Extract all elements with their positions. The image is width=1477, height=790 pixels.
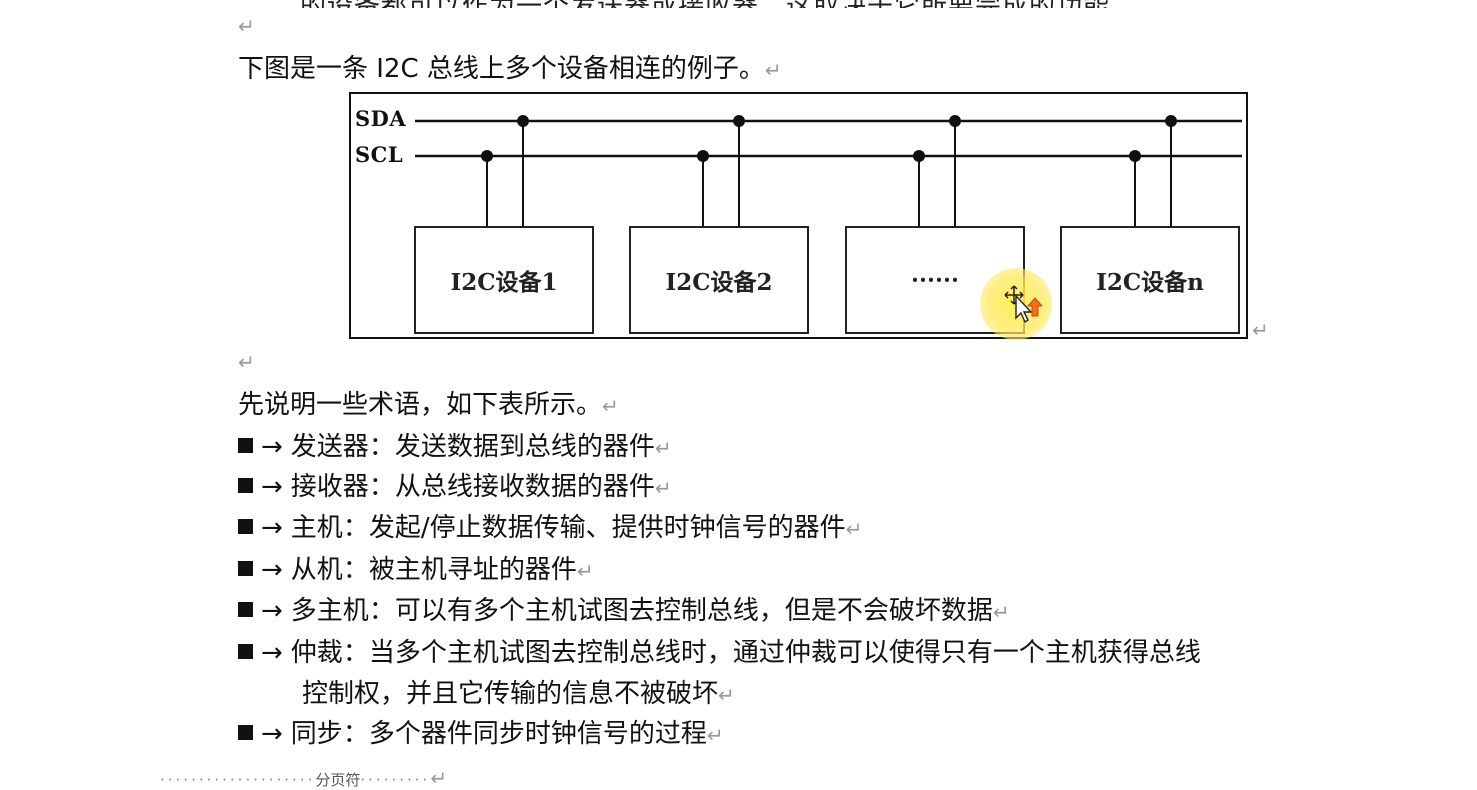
term-desc: 从总线接收数据的器件 [394,472,655,502]
term-desc: 多个器件同步时钟信号的过程 [368,719,707,749]
colon: ： [368,432,395,462]
sda-node [1165,115,1177,127]
list-item[interactable]: →主机：发起/停止数据传输、提供时钟信号的器件↵ [238,511,862,546]
paragraph-mark: ↵ [602,394,619,418]
term-desc: 发起/停止数据传输、提供时钟信号的器件 [368,513,846,543]
sda-label: SDA [355,106,407,131]
tab-arrow-icon: → [261,555,283,585]
list-item[interactable]: →同步：多个器件同步时钟信号的过程↵ [238,717,724,752]
paragraph-mark: ↵ [430,766,448,790]
term-desc: 发送数据到总线的器件 [394,432,655,462]
scl-node [697,150,709,162]
paragraph-mark: ↵ [706,723,724,747]
page-break-dots: ···················· [160,771,316,789]
term-name: 仲裁 [290,638,343,668]
term-desc: 可以有多个主机试图去控制总线，但是不会破坏数据 [394,596,993,626]
list-item[interactable]: →接收器：从总线接收数据的器件↵ [238,470,672,505]
paragraph-mark: ↵ [992,600,1010,624]
term-name: 接收器 [290,472,369,502]
sda-node [733,115,745,127]
term-name: 多主机 [290,596,369,626]
tab-arrow-icon: → [261,596,283,626]
previous-paragraph-partial: 的设备都可以作为一个发送器或接收器，这取决于它所要完成的功能。 [300,0,1137,8]
paragraph-mark: ↵ [1252,318,1269,342]
colon: ： [342,638,369,668]
paragraph-mark: ↵ [654,476,672,500]
device-box-2: I2C设备2 [629,226,809,334]
paragraph-mark: ↵ [576,559,594,583]
list-item[interactable]: →从机：被主机寻址的器件↵ [238,553,594,588]
tab-arrow-icon: → [261,513,283,543]
scl-node [1129,150,1141,162]
term-desc: 当多个主机试图去控制总线时，通过仲裁可以使得只有一个主机获得总线 [368,638,1201,668]
tab-arrow-icon: → [261,719,283,749]
sda-node [517,115,529,127]
scl-node [913,150,925,162]
term-name: 主机 [290,513,343,543]
diagram-caption[interactable]: 下图是一条 I2C 总线上多个设备相连的例子。↵ [238,52,782,87]
colon: ： [342,555,369,585]
sda-node [949,115,961,127]
paragraph-mark: ↵ [845,517,863,541]
term-desc-continued: 控制权，并且它传输的信息不被破坏 [302,679,719,709]
tab-arrow-icon: → [261,638,283,668]
partial-text: 的设备都可以作为一个发送器或接收器，这取决于它所要完成的功能。 [300,0,1137,8]
colon: ： [342,719,369,749]
square-bullet-icon [238,519,253,534]
page-break-dots: ········· [360,771,431,789]
move-cursor-icon [1004,285,1042,324]
scl-node [481,150,493,162]
list-item-continuation[interactable]: 控制权，并且它传输的信息不被破坏↵ [302,677,735,712]
paragraph-mark: ↵ [654,436,672,460]
term-name: 同步 [290,719,343,749]
i2c-bus-diagram[interactable]: SDA SCL I2C设备1 I2C设备2 ······ I2C设备n [349,92,1248,339]
scl-label: SCL [355,142,404,167]
paragraph-mark: ↵ [238,350,255,374]
list-item[interactable]: →仲裁：当多个主机试图去控制总线时，通过仲裁可以使得只有一个主机获得总线 [238,636,1201,670]
page-break-marker: ····················分页符·········↵ [160,766,447,790]
square-bullet-icon [238,478,253,493]
term-name: 发送器 [290,432,369,462]
paragraph-mark: ↵ [764,58,782,82]
square-bullet-icon [238,602,253,617]
term-desc: 被主机寻址的器件 [368,555,577,585]
device-box-1: I2C设备1 [414,226,594,334]
square-bullet-icon [238,644,253,659]
bus-lines [415,115,1242,226]
paragraph-mark: ↵ [238,14,255,38]
terms-intro-text: 先说明一些术语，如下表所示。 [238,390,603,420]
square-bullet-icon [238,725,253,740]
tab-arrow-icon: → [261,432,283,462]
page-break-label: 分页符 [315,771,361,789]
square-bullet-icon [238,438,253,453]
tab-arrow-icon: → [261,472,283,502]
paragraph-mark: ↵ [718,683,735,707]
list-item[interactable]: →发送器：发送数据到总线的器件↵ [238,430,672,465]
device-box-n: I2C设备n [1060,226,1240,334]
caption-text: 下图是一条 I2C 总线上多个设备相连的例子。 [238,54,765,84]
square-bullet-icon [238,561,253,576]
colon: ： [368,472,395,502]
term-name: 从机 [290,555,343,585]
colon: ： [342,513,369,543]
colon: ： [368,596,395,626]
terms-intro[interactable]: 先说明一些术语，如下表所示。↵ [238,388,619,423]
list-item[interactable]: →多主机：可以有多个主机试图去控制总线，但是不会破坏数据↵ [238,594,1010,629]
